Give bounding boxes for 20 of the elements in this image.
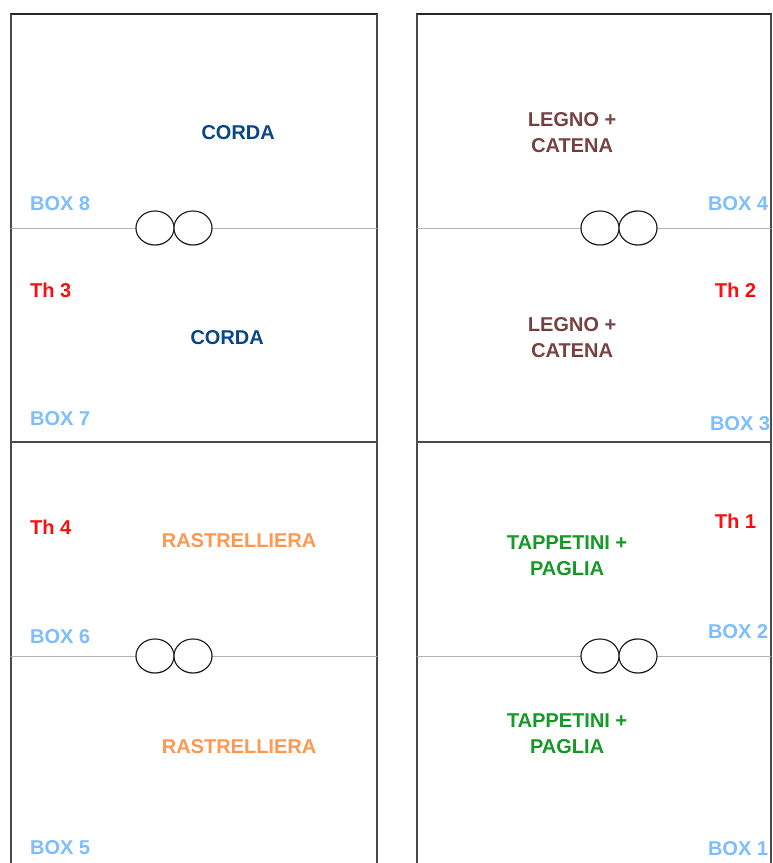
material-label: LEGNO + CATENA bbox=[526, 108, 618, 159]
stall-number-label: BOX 1 bbox=[708, 837, 768, 862]
stall-number-label: BOX 3 bbox=[710, 412, 770, 437]
sensor-label: Th 2 bbox=[714, 279, 756, 304]
sensor-label: Th 3 bbox=[30, 279, 72, 304]
stall-number-label: BOX 4 bbox=[708, 192, 768, 217]
stall-number-label: BOX 8 bbox=[30, 192, 90, 217]
stall-number-label: BOX 5 bbox=[30, 836, 90, 861]
stall-number-label: BOX 2 bbox=[708, 620, 768, 645]
material-label: TAPPETINI + PAGLIA bbox=[506, 531, 628, 582]
material-label: LEGNO + CATENA bbox=[526, 313, 618, 364]
material-label: RASTRELLIERA bbox=[162, 735, 316, 760]
sensor-label: Th 1 bbox=[714, 510, 756, 535]
material-label: CORDA bbox=[190, 326, 264, 351]
sensor-label: Th 4 bbox=[30, 516, 72, 541]
stall-number-label: BOX 7 bbox=[30, 407, 90, 432]
material-label: TAPPETINI + PAGLIA bbox=[506, 709, 628, 760]
material-label: CORDA bbox=[201, 121, 275, 146]
stall-number-label: BOX 6 bbox=[30, 625, 90, 650]
material-label: RASTRELLIERA bbox=[162, 529, 316, 554]
